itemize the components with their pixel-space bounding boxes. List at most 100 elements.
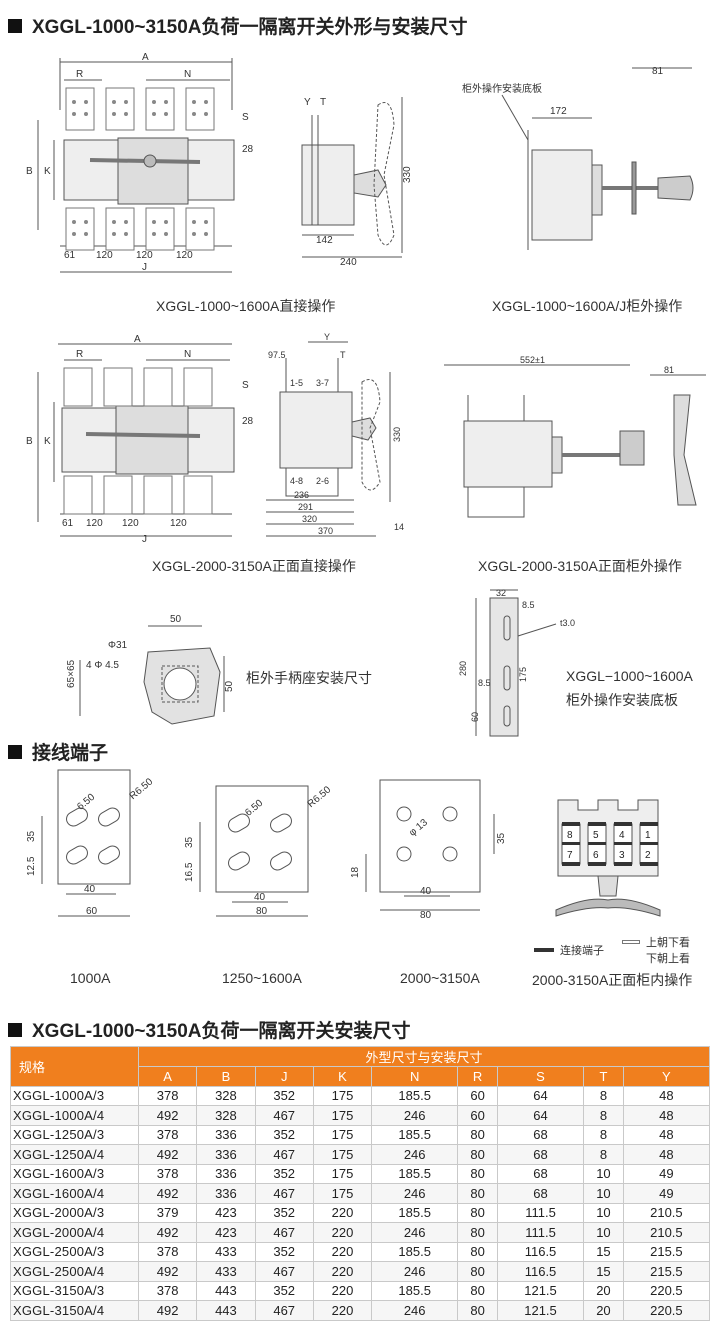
drawing-terminal-1250-1600a: R6.50 6.50 35 16.5 40 80: [184, 784, 334, 917]
table-cell: 116.5: [496, 1261, 585, 1282]
table-cell: 352: [254, 1163, 314, 1184]
drawing-side-view-handle: Y T 330 142 240: [301, 97, 413, 265]
svg-text:97.5: 97.5: [268, 350, 286, 360]
svg-text:A: A: [142, 52, 149, 63]
svg-text:32: 32: [496, 588, 506, 598]
caption-internal-operation: 2000-3150A正面柜内操作: [532, 972, 693, 988]
table-cell: 175: [312, 1144, 373, 1165]
table-cell: 48: [622, 1085, 711, 1106]
table-cell: 48: [622, 1124, 711, 1145]
legend-updown: 上朝下看: [622, 934, 690, 950]
svg-text:Y: Y: [324, 332, 330, 342]
table-cell-model: XGGL-3150A/3: [10, 1280, 139, 1301]
svg-text:1-5: 1-5: [290, 378, 303, 388]
svg-text:28: 28: [242, 144, 254, 155]
svg-text:236: 236: [294, 490, 309, 500]
svg-text:280: 280: [458, 661, 468, 676]
svg-text:B: B: [26, 436, 33, 447]
svg-text:Y: Y: [304, 97, 311, 108]
svg-text:330: 330: [402, 166, 413, 183]
table-cell: 8: [583, 1144, 624, 1165]
caption-terminal-1250-1600a: 1250~1600A: [222, 970, 302, 986]
svg-text:3: 3: [619, 850, 625, 861]
svg-text:4-8: 4-8: [290, 476, 303, 486]
table-group-header: 外型尺寸与安装尺寸: [138, 1046, 710, 1067]
table-cell: 433: [196, 1261, 256, 1282]
table-cell: 220: [312, 1261, 373, 1282]
table-cell: 467: [254, 1183, 314, 1204]
svg-text:80: 80: [420, 910, 432, 920]
table-cell: 378: [137, 1280, 198, 1301]
caption-plate-model: XGGL−1000~1600A: [566, 668, 693, 684]
table-cell: 220: [312, 1222, 373, 1243]
table-cell: 352: [254, 1202, 314, 1223]
table-cell: 185.5: [371, 1163, 459, 1184]
table-cell: 443: [196, 1300, 256, 1321]
table-column-header: R: [457, 1066, 498, 1087]
table-cell: 68: [496, 1144, 585, 1165]
bullet-square-icon: [8, 744, 22, 759]
table-cell: 49: [622, 1183, 711, 1204]
table-cell: 246: [371, 1144, 459, 1165]
svg-text:35: 35: [496, 832, 507, 844]
table-cell: 175: [312, 1085, 373, 1106]
svg-text:60: 60: [86, 906, 98, 917]
svg-text:61: 61: [62, 518, 74, 529]
svg-text:A: A: [134, 334, 141, 345]
table-cell: 220: [312, 1300, 373, 1321]
table-cell: 352: [254, 1280, 314, 1301]
table-cell: 48: [622, 1105, 711, 1126]
table-cell: 492: [137, 1183, 198, 1204]
table-column-header: J: [254, 1066, 314, 1087]
table-cell: 215.5: [622, 1261, 711, 1282]
drawing-mounting-plate: 32 8.5 t3.0 280 175 8.5 60: [458, 588, 575, 737]
svg-text:Φ31: Φ31: [108, 640, 128, 651]
svg-text:40: 40: [420, 886, 432, 897]
table-cell: 210.5: [622, 1202, 711, 1223]
table-cell: 220: [312, 1280, 373, 1301]
svg-text:B: B: [26, 166, 33, 177]
table-cell: 492: [137, 1105, 198, 1126]
svg-text:61: 61: [64, 250, 76, 261]
table-cell: 80: [457, 1241, 498, 1262]
svg-text:552±1: 552±1: [520, 355, 545, 365]
table-cell: 49: [622, 1163, 711, 1184]
svg-text:50: 50: [224, 680, 235, 692]
table-corner-header: 规格: [10, 1046, 139, 1087]
svg-text:T: T: [320, 97, 326, 108]
svg-text:65×65: 65×65: [66, 659, 77, 688]
svg-text:40: 40: [254, 892, 266, 903]
table-cell: 185.5: [371, 1280, 459, 1301]
table-cell-model: XGGL-1600A/4: [10, 1183, 139, 1204]
svg-text:80: 80: [256, 906, 268, 917]
table-cell: 220.5: [622, 1300, 711, 1321]
svg-text:172: 172: [550, 106, 567, 117]
table-cell: 246: [371, 1300, 459, 1321]
svg-text:4: 4: [619, 830, 625, 841]
svg-text:370: 370: [318, 526, 333, 536]
svg-text:35: 35: [26, 830, 37, 842]
table-cell: 80: [457, 1163, 498, 1184]
table-cell: 60: [457, 1105, 498, 1126]
table-cell: 185.5: [371, 1202, 459, 1223]
legend-hollow-bar-icon: [622, 940, 640, 944]
svg-text:40: 40: [84, 884, 96, 895]
table-cell-model: XGGL-1000A/4: [10, 1105, 139, 1126]
svg-text:120: 120: [136, 250, 153, 261]
table-cell: 352: [254, 1085, 314, 1106]
table-cell: 492: [137, 1300, 198, 1321]
svg-text:120: 120: [86, 518, 103, 529]
table-cell-model: XGGL-2500A/4: [10, 1261, 139, 1282]
table-cell: 185.5: [371, 1241, 459, 1262]
svg-text:T: T: [340, 350, 346, 360]
table-cell: 378: [137, 1241, 198, 1262]
table-cell: 121.5: [496, 1300, 585, 1321]
svg-text:N: N: [184, 349, 191, 360]
